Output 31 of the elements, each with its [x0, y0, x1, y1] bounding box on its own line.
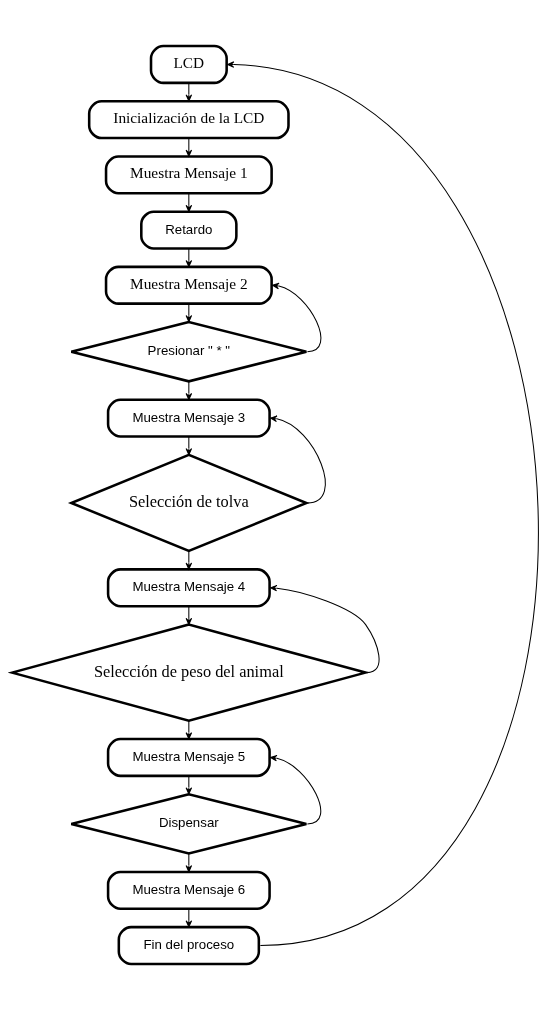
node-box: LCD [149, 44, 228, 85]
node-box: Muestra Mensaje 1 [104, 155, 273, 195]
arrow [270, 754, 322, 825]
node-diamond: Presionar " * " [70, 320, 308, 383]
arrow [185, 908, 193, 928]
node-box: Retardo [140, 210, 238, 250]
node-box: Muestra Mensaje 4 [106, 568, 271, 608]
node-box: Muestra Mensaje 6 [106, 870, 271, 910]
arrow [185, 303, 193, 323]
arrow [185, 381, 193, 401]
node-box: Inicialización de la LCD [87, 100, 290, 140]
arrow [270, 415, 326, 504]
node-diamond: Selección de tolva [67, 453, 310, 553]
arrow [185, 192, 193, 212]
arrow [185, 853, 193, 873]
node-box: Muestra Mensaje 5 [106, 737, 271, 778]
arrow [185, 605, 193, 625]
node-box: Muestra Mensaje 3 [106, 398, 271, 438]
arrow [227, 61, 539, 946]
arrow [272, 282, 322, 353]
node-box: Muestra Mensaje 2 [104, 265, 273, 305]
arrow [185, 720, 193, 740]
arrow [270, 584, 380, 674]
arrow [185, 775, 193, 795]
node-diamond: Dispensar [70, 792, 308, 855]
node-box: Fin del proceso [117, 925, 261, 966]
arrow [185, 137, 193, 157]
arrow [185, 248, 193, 268]
arrow [185, 82, 193, 102]
arrow [185, 436, 193, 456]
arrow [185, 550, 193, 570]
